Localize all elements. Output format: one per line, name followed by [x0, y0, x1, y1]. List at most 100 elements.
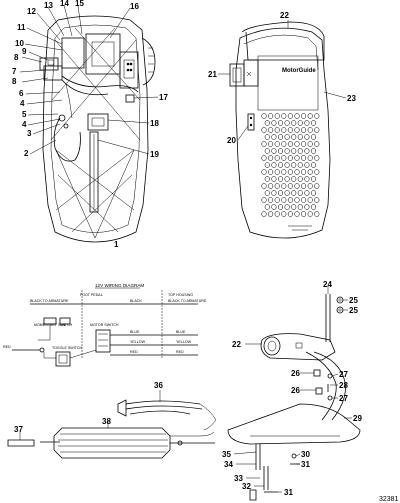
callout-27b: 27: [339, 394, 348, 403]
label-momentary-switch: MOMENTARY SWITCH: [34, 323, 73, 327]
perforation-hole: [291, 162, 297, 168]
callout-9: 9: [22, 47, 27, 56]
callout-17: 17: [159, 93, 168, 102]
perforation-hole: [304, 134, 310, 140]
perforation-hole: [304, 204, 310, 210]
perforation-hole: [268, 197, 274, 203]
callout-27a: 27: [339, 370, 348, 379]
perforation-hole: [291, 134, 297, 140]
perforation-hole: [264, 190, 270, 196]
callout-8b: 8: [12, 77, 17, 86]
perforation-hole: [277, 162, 284, 168]
perforation-hole: [268, 127, 274, 133]
perforation-hole: [294, 197, 300, 203]
part-number: 32381: [379, 496, 399, 503]
perforation-hole: [291, 204, 297, 210]
callout-2: 2: [24, 149, 29, 158]
perforation-hole: [284, 148, 290, 154]
perforation-hole: [277, 120, 284, 126]
callout-36: 36: [154, 381, 163, 390]
callout-37: 37: [14, 425, 23, 434]
pedal-cover: MotorGuide: [229, 21, 331, 239]
callout-10: 10: [15, 39, 24, 48]
callout-14: 14: [60, 0, 69, 8]
callout-21: 21: [208, 70, 217, 79]
perforation-hole: [268, 183, 274, 189]
perforation-hole: [277, 204, 284, 210]
perforation-hole: [294, 169, 300, 175]
callout-35: 35: [222, 450, 231, 459]
perforation-hole: [264, 148, 270, 154]
callout-5: 5: [22, 110, 27, 119]
perforation-hole: [261, 183, 267, 189]
perforation-hole: [271, 148, 277, 154]
perforation-hole: [294, 141, 300, 147]
perforation-hole: [268, 169, 274, 175]
foot-pedal-assembly: [39, 15, 156, 243]
callout-7: 7: [12, 67, 17, 76]
perforation-hole: [274, 183, 280, 189]
perforation-hole: [287, 183, 293, 189]
perforation-hole: [281, 141, 287, 147]
callout-26a: 26: [291, 369, 300, 378]
callout-18: 18: [150, 119, 159, 128]
perforation-hole: [304, 148, 310, 154]
perforation-hole: [291, 120, 297, 126]
perforation-hole: [310, 120, 317, 126]
perforation-hole: [284, 176, 290, 182]
perforation-hole: [284, 190, 290, 196]
perforation-hole: [281, 211, 287, 217]
callout-4b: 4: [22, 120, 27, 129]
perforation-hole: [261, 197, 267, 203]
callout-32: 32: [242, 482, 251, 491]
callout-13: 13: [44, 1, 53, 10]
perforation-hole: [310, 176, 317, 182]
perforation-hole: [274, 211, 280, 217]
harness-38: [40, 420, 215, 459]
perforation-hole: [264, 204, 270, 210]
perforation-hole: [307, 169, 313, 175]
callout-25a: 25: [349, 296, 358, 305]
head-mount-callouts: 24 25 25 22 26 27 28 26 27 29 35 30 34 3…: [222, 280, 362, 497]
perforation-hole: [287, 127, 293, 133]
perforation-hole: [301, 141, 307, 147]
perforation-hole: [287, 141, 293, 147]
perforation-hole: [274, 155, 280, 161]
pedal-cover-leaders: [218, 20, 347, 141]
perforation-hole: [304, 176, 310, 182]
perforation-hole: [291, 176, 297, 182]
perforation-hole: [304, 120, 310, 126]
perforation-hole: [274, 141, 280, 147]
perforation-hole: [307, 155, 313, 161]
perforation-hole: [281, 113, 287, 119]
perforation-hole: [268, 211, 274, 217]
perforation-hole: [301, 113, 307, 119]
label-blue-right: BLUE: [176, 330, 186, 334]
perforation-hole: [284, 120, 290, 126]
perforation-hole: [301, 155, 307, 161]
perforation-hole: [268, 141, 274, 147]
perforation-hole: [261, 127, 267, 133]
perforation-hole: [294, 211, 300, 217]
perforation-hole: [291, 190, 297, 196]
perforation-hole: [314, 211, 320, 217]
label-blue-left: BLUE: [130, 330, 140, 334]
perforation-hole: [271, 120, 277, 126]
perforation-hole: [264, 134, 270, 140]
foot-pedal-callouts: 12 13 14 15 16 11 10 9 8 7 8 6 4 5 4 3 2…: [12, 0, 168, 249]
perforation-hole: [261, 169, 267, 175]
perforation-hole: [307, 197, 313, 203]
callout-26b: 26: [291, 386, 300, 395]
callout-31a: 31: [301, 460, 310, 469]
perforation-hole: [284, 162, 290, 168]
label-black-to-armature-right: BLACK TO ARMATURE: [168, 299, 207, 303]
perforation-hole: [281, 155, 287, 161]
perforation-hole: [287, 155, 293, 161]
perforation-hole: [307, 127, 313, 133]
perforation-hole: [314, 113, 320, 119]
perforation-hole: [310, 148, 317, 154]
perforation-hole: [291, 148, 297, 154]
perforation-hole: [274, 197, 280, 203]
perforation-hole: [294, 127, 300, 133]
callout-20: 20: [227, 136, 236, 145]
